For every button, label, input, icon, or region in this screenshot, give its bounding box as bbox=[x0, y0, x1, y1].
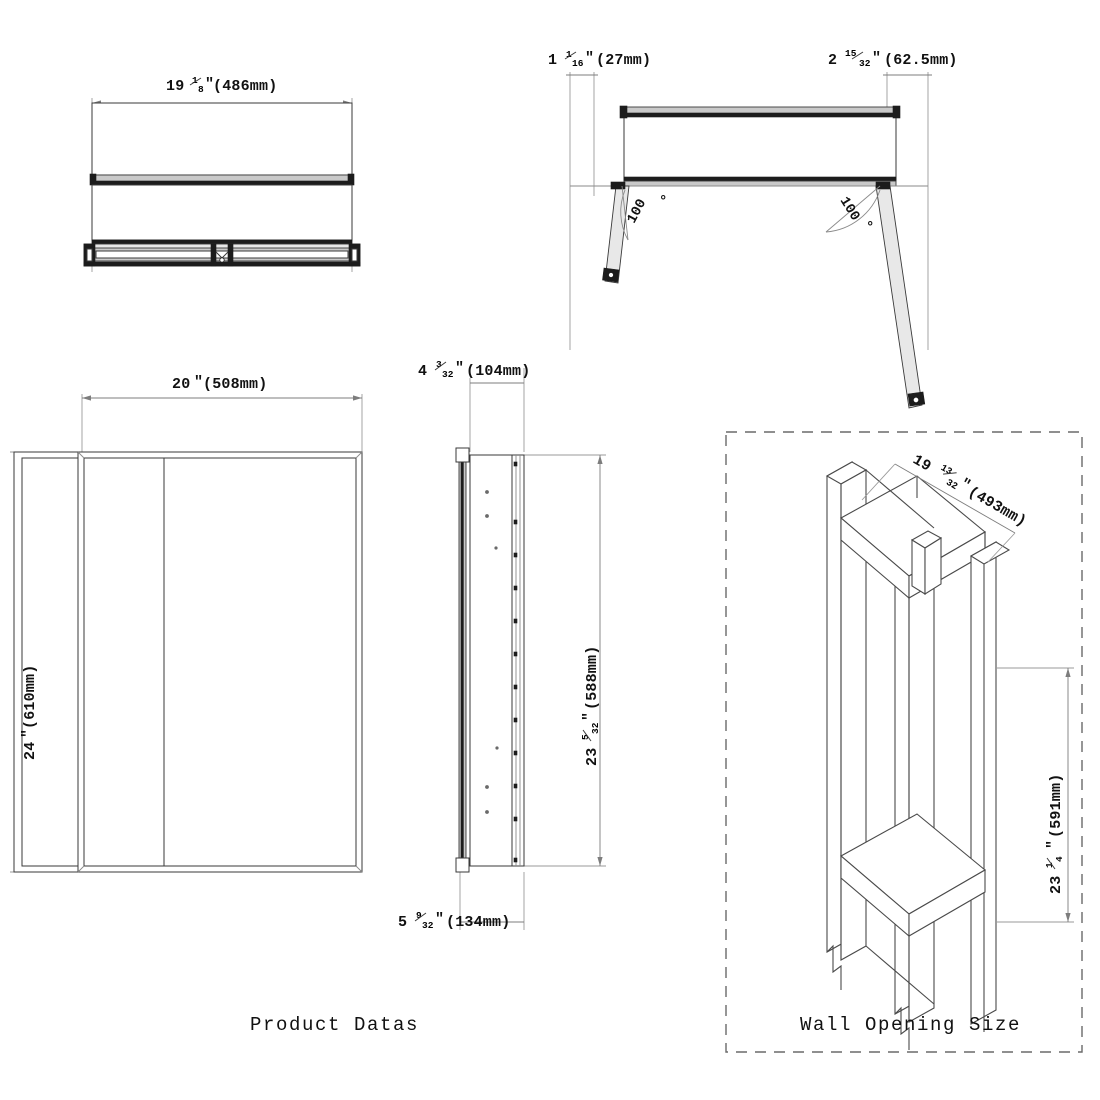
left-door-angle-label: 100 bbox=[624, 197, 650, 227]
dim-whole: 1 bbox=[548, 52, 557, 69]
dim-unit: " bbox=[1045, 840, 1062, 849]
dim-whole: 5 bbox=[398, 914, 407, 931]
dim-cabinet-depth-bottom: 5 9 32 " (134mm) bbox=[398, 910, 510, 931]
dim-metric: (591mm) bbox=[1048, 774, 1065, 838]
dim-unit: " bbox=[194, 374, 203, 391]
wall-opening-iso-view bbox=[725, 431, 1083, 1053]
dim-unit: " bbox=[205, 76, 214, 93]
wall-stud-frame bbox=[825, 461, 1011, 1050]
dim-frac-numerator: 15 bbox=[845, 48, 857, 59]
dim-unit: " bbox=[872, 50, 881, 67]
dim-cabinet-width-front: 20 " (508mm) bbox=[172, 374, 267, 393]
right-door-leaf: 100 ° bbox=[825, 181, 926, 409]
dim-frac-numerator: 9 bbox=[416, 910, 422, 921]
dim-frac-numerator: 1 bbox=[192, 75, 198, 86]
dim-frac-numerator: 13 bbox=[939, 462, 955, 477]
dim-metric: (134mm) bbox=[446, 914, 510, 931]
dim-whole: 2 bbox=[828, 52, 837, 69]
top-plan-view bbox=[83, 98, 361, 272]
front-elevation-view bbox=[10, 394, 363, 873]
dim-cabinet-depth-top: 4 3 32 " (104mm) bbox=[418, 359, 530, 380]
dim-frac-denominator: 32 bbox=[944, 477, 960, 492]
dim-metric: (610mm) bbox=[22, 665, 39, 729]
dim-right-offset: 2 15 32 " (62.5mm) bbox=[828, 48, 958, 69]
dim-left-offset: 1 1 16 " (27mm) bbox=[548, 49, 651, 69]
dim-frac-numerator: 1 bbox=[566, 49, 572, 60]
shelf-pin-marks bbox=[513, 461, 518, 863]
product-datas-caption: Product Datas bbox=[250, 1014, 419, 1036]
dim-whole: 19 bbox=[166, 78, 184, 95]
dim-frac-denominator: 32 bbox=[442, 369, 454, 380]
dim-frac-denominator: 32 bbox=[422, 920, 434, 931]
dim-recess-height: 23 5 32 " (588mm) bbox=[580, 646, 601, 766]
dim-frac-denominator: 8 bbox=[198, 84, 204, 95]
dim-frac-numerator: 5 bbox=[580, 734, 591, 740]
dim-metric: (588mm) bbox=[584, 646, 601, 710]
dim-frac-denominator: 32 bbox=[590, 722, 601, 734]
dim-metric: (104mm) bbox=[466, 363, 530, 380]
dim-cabinet-height-front: 24 " (610mm) bbox=[20, 665, 39, 760]
wall-opening-size-caption: Wall Opening Size bbox=[800, 1014, 1021, 1036]
left-door-leaf: 100 ° bbox=[602, 181, 667, 284]
dim-frac-numerator: 1 bbox=[1044, 862, 1055, 868]
dim-frac-denominator: 32 bbox=[859, 58, 871, 69]
dim-frac-denominator: 4 bbox=[1054, 856, 1065, 862]
dim-metric: (508mm) bbox=[203, 376, 267, 393]
dim-unit: " bbox=[581, 712, 598, 721]
dim-whole: 4 bbox=[418, 363, 427, 380]
interior-fixing-marks bbox=[485, 490, 499, 814]
dim-metric: (62.5mm) bbox=[884, 52, 958, 69]
dim-metric: (486mm) bbox=[213, 78, 277, 95]
dim-unit: " bbox=[585, 50, 594, 67]
dim-opening-height: 23 1 4 " (591mm) bbox=[1044, 774, 1065, 894]
dim-unit: " bbox=[20, 729, 37, 738]
dim-unit: " bbox=[455, 360, 464, 377]
dim-unit: " bbox=[435, 911, 444, 928]
side-elevation-view bbox=[455, 368, 606, 930]
dim-cabinet-width-top: 19 1 8 " (486mm) bbox=[166, 75, 277, 95]
right-door-angle-symbol: ° bbox=[866, 220, 874, 236]
left-door-angle-symbol: ° bbox=[659, 194, 667, 210]
dim-metric: (27mm) bbox=[596, 52, 651, 69]
dim-whole: 19 bbox=[910, 452, 934, 476]
dim-whole: 23 bbox=[1048, 876, 1065, 894]
door-swing-plan-view: 100 ° 100 ° bbox=[566, 72, 932, 409]
dim-whole: 24 bbox=[22, 742, 39, 760]
dim-frac-numerator: 3 bbox=[436, 359, 442, 370]
dim-whole: 20 bbox=[172, 376, 190, 393]
dim-frac-denominator: 16 bbox=[572, 58, 584, 69]
dim-whole: 23 bbox=[584, 748, 601, 766]
